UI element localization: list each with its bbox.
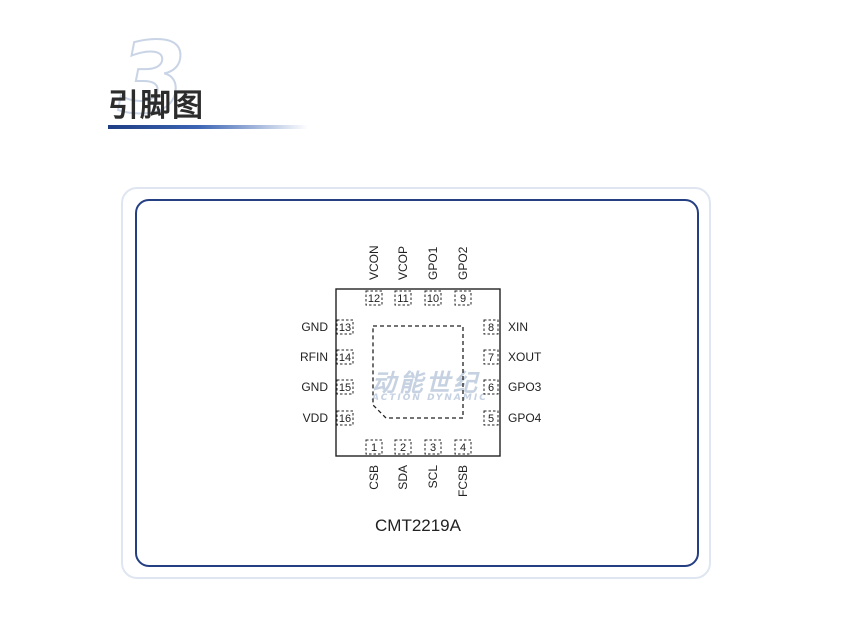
pin-number: 14 — [339, 352, 351, 364]
pin-pad — [483, 379, 499, 395]
pin-4: 4 FCSB — [454, 439, 472, 497]
pin-number: 6 — [488, 382, 494, 394]
section-header: 3 引脚图 — [100, 22, 320, 140]
bottom-pins: 1 CSB 2 SDA 3 SCL 4 FCSB — [365, 439, 472, 497]
pin-9: 9 GPO2 — [454, 246, 472, 306]
pin-number: 13 — [339, 322, 351, 334]
pin-2: 2 SDA — [394, 439, 412, 490]
pin-11: 11 VCOP — [394, 246, 412, 306]
pin-name: VCOP — [396, 246, 410, 280]
pin-pad — [336, 410, 354, 426]
section-number: 3 — [117, 22, 187, 136]
pin-pad — [336, 349, 354, 365]
pin-number: 8 — [488, 322, 494, 334]
pin-number: 1 — [371, 442, 377, 454]
pin-number: 11 — [397, 293, 408, 305]
pin-number: 5 — [488, 413, 494, 425]
pin-pad — [365, 439, 383, 455]
pin-name: GPO2 — [456, 246, 470, 280]
pin-8: 8 XIN — [483, 319, 528, 335]
pin-pad — [424, 439, 442, 455]
pin-number: 2 — [400, 442, 406, 454]
pin-13: 13 GND — [301, 319, 354, 335]
pin-name: SCL — [426, 465, 440, 489]
pin-pad — [483, 319, 499, 335]
pin-number: 10 — [427, 293, 439, 305]
pin-5: 5 GPO4 — [483, 410, 542, 426]
pin-pad — [483, 410, 499, 426]
pin-name: GND — [301, 320, 328, 334]
pin-name: RFIN — [300, 350, 328, 364]
pin-name: CSB — [367, 465, 381, 490]
pin-name: VCON — [367, 245, 381, 280]
watermark: 动能世纪 ACTION DYNAMIC — [371, 369, 488, 403]
pin-7: 7 XOUT — [483, 349, 542, 365]
pin-number: 12 — [368, 293, 380, 305]
pin-number: 4 — [460, 442, 466, 454]
right-pins: 8 XIN 7 XOUT 6 GPO3 5 GPO4 — [483, 319, 542, 426]
pin-16: 16 VDD — [303, 410, 354, 426]
pin-number: 15 — [339, 382, 351, 394]
pin-10: 10 GPO1 — [424, 246, 442, 306]
pin-pad — [483, 349, 499, 365]
pin-name: GND — [301, 380, 328, 394]
left-pins: 13 GND 14 RFIN 15 GND 16 VDD — [300, 319, 354, 426]
exposed-pad — [372, 325, 464, 419]
pin-name: SDA — [396, 465, 410, 490]
section-title: 引脚图 — [108, 88, 204, 124]
pin-name: GPO1 — [426, 246, 440, 280]
pin-pad — [365, 290, 383, 306]
pin-number: 9 — [460, 293, 466, 305]
pin-number: 7 — [488, 352, 494, 364]
pin-name: FCSB — [456, 465, 470, 497]
pin-15: 15 GND — [301, 379, 354, 395]
pin-pad — [454, 290, 472, 306]
diagram-inner-frame — [135, 199, 699, 567]
pin-name: XIN — [508, 320, 528, 334]
pin-pad — [394, 439, 412, 455]
top-pins: 12 VCON 11 VCOP 10 GPO1 9 GPO2 — [365, 245, 472, 306]
title-underline — [108, 125, 308, 129]
pin-pad — [424, 290, 442, 306]
pin-pad — [336, 379, 354, 395]
chip-name: CMT2219A — [375, 516, 462, 535]
pin-14: 14 RFIN — [300, 349, 354, 365]
pin-number: 3 — [430, 442, 436, 454]
pin-pad — [394, 290, 412, 306]
pin-3: 3 SCL — [424, 439, 442, 489]
pin-name: VDD — [303, 411, 329, 425]
chip-body — [335, 288, 501, 457]
pin-6: 6 GPO3 — [483, 379, 542, 395]
watermark-text: 动能世纪 — [372, 369, 480, 397]
pin-name: GPO4 — [508, 411, 542, 425]
pin-name: XOUT — [508, 350, 542, 364]
pin-name: GPO3 — [508, 380, 542, 394]
watermark-subtext: ACTION DYNAMIC — [371, 393, 488, 403]
pin-pad — [336, 319, 354, 335]
pin-1: 1 CSB — [365, 439, 383, 490]
pin-number: 16 — [339, 413, 351, 425]
pin-pad — [454, 439, 472, 455]
pin-12: 12 VCON — [365, 245, 383, 306]
